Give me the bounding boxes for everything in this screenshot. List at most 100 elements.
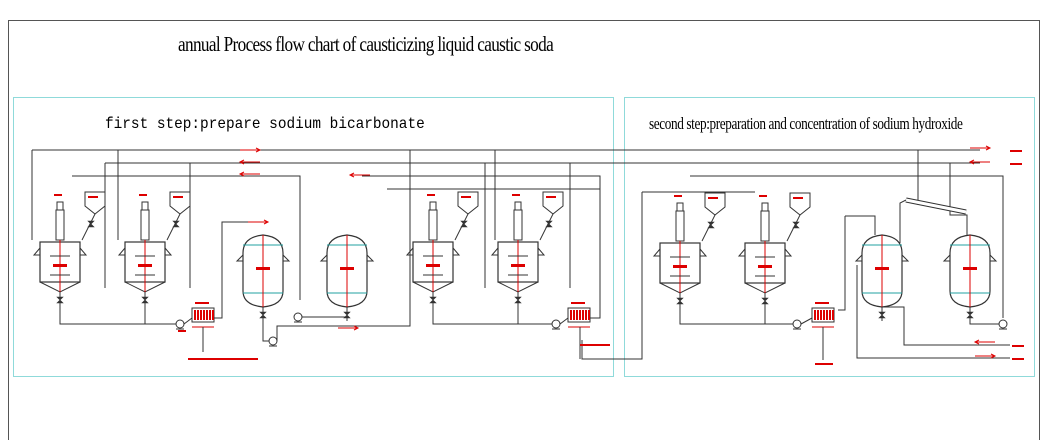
reactor-lug: [164, 247, 173, 256]
flow-arrow-icon: [348, 172, 370, 178]
tank-label: [138, 264, 152, 267]
motor-cap: [56, 201, 64, 211]
arrow-head: [263, 219, 270, 225]
filter-plate: [588, 310, 590, 320]
filter-plate: [206, 310, 208, 320]
tank-label: [758, 265, 772, 268]
hopper-label: [88, 196, 98, 198]
feed-hopper: [542, 191, 564, 215]
vessel-lug: [282, 254, 291, 262]
process-flow-diagram: [31, 145, 1024, 365]
motor-cap: [429, 201, 437, 211]
pipe: [302, 316, 348, 320]
pipe: [690, 175, 1004, 318]
step-title: second step:preparation and concentratio…: [649, 114, 963, 133]
page-title: annual Process flow chart of causticizin…: [178, 32, 554, 56]
tank-label: [511, 264, 525, 267]
reactor-lug: [784, 248, 793, 257]
valve-icon: [460, 220, 468, 228]
valve-icon: [87, 220, 95, 228]
flow-arrow-icon: [975, 353, 997, 359]
storage-vessel: [235, 234, 291, 321]
vessel-lug: [319, 254, 328, 262]
reactor-tank: [737, 192, 811, 305]
filter-plate: [200, 310, 202, 320]
reactor-lug: [737, 248, 746, 257]
pump-body: [551, 319, 561, 329]
filter-label: [571, 302, 585, 304]
motor-cap: [514, 201, 522, 211]
filter-plate: [582, 310, 584, 320]
pump-body: [792, 319, 802, 329]
reactor-lug: [79, 247, 88, 256]
flow-arrow-icon: [968, 159, 990, 165]
pipe: [800, 317, 813, 325]
filter-plate: [212, 310, 214, 320]
pipe: [262, 320, 269, 342]
pump-body: [175, 319, 185, 329]
motor-label: [759, 195, 767, 197]
tank-label: [673, 265, 687, 268]
motor-label: [54, 194, 62, 196]
condenser-inner: [905, 198, 967, 214]
tank-label: [340, 267, 354, 270]
flow-arrow-icon: [238, 159, 260, 165]
hopper-label: [708, 197, 718, 199]
vapor-line: [899, 199, 907, 243]
hopper-label: [793, 197, 803, 199]
reactor-tank: [117, 191, 191, 304]
arrow-head: [990, 353, 997, 359]
flow-arrow-icon: [973, 339, 995, 345]
pump-icon: [293, 312, 303, 323]
storage-vessel: [319, 234, 375, 321]
hopper-label: [461, 196, 471, 198]
pipe: [214, 221, 250, 319]
pipe: [949, 163, 968, 238]
red-annotation: [815, 363, 833, 365]
arrow-head: [255, 147, 262, 153]
drawing-frame: [8, 20, 1040, 440]
arrow-head: [348, 172, 355, 178]
filter-press: [191, 302, 215, 328]
pump-icon: [268, 336, 278, 347]
pipe: [559, 317, 569, 325]
pipe: [845, 215, 876, 235]
tank-label: [256, 267, 270, 270]
pipe: [969, 307, 999, 325]
pump-icon: [998, 319, 1008, 330]
panel-first-step: first step:prepare sodium bicarbonate: [13, 97, 614, 377]
motor-label: [427, 194, 435, 196]
motor-cap: [676, 202, 684, 212]
reactor-tank: [652, 192, 726, 305]
tank-label: [963, 267, 977, 270]
pipe: [679, 305, 793, 325]
filter-plate: [197, 310, 199, 320]
reactor-tank: [32, 191, 106, 304]
filter-plate: [203, 310, 205, 320]
red-annotation: [178, 330, 186, 332]
pipe: [59, 304, 176, 325]
filter-plate: [823, 310, 825, 320]
red-annotation: [1010, 163, 1022, 165]
filter-plate: [826, 310, 828, 320]
filter-plate: [585, 310, 587, 320]
feed-hopper: [789, 192, 811, 216]
filter-plate: [814, 310, 816, 320]
filter-press: [811, 302, 835, 328]
pipe: [276, 189, 411, 341]
pipe: [72, 175, 301, 300]
reactor-tank: [405, 191, 479, 304]
panel-second-step: second step:preparation and concentratio…: [624, 97, 1035, 377]
reactor-lug: [652, 248, 661, 257]
arrow-head: [238, 171, 245, 177]
valve-icon: [792, 221, 800, 229]
pump-body: [268, 336, 278, 346]
flow-arrow-icon: [240, 147, 262, 153]
filter-plate: [573, 310, 575, 320]
vessel-lug: [854, 254, 863, 262]
vessel-lug: [989, 254, 998, 262]
valve-icon: [545, 220, 553, 228]
tank-label: [53, 264, 67, 267]
filter-plate: [194, 310, 196, 320]
flow-arrow-icon: [238, 171, 260, 177]
